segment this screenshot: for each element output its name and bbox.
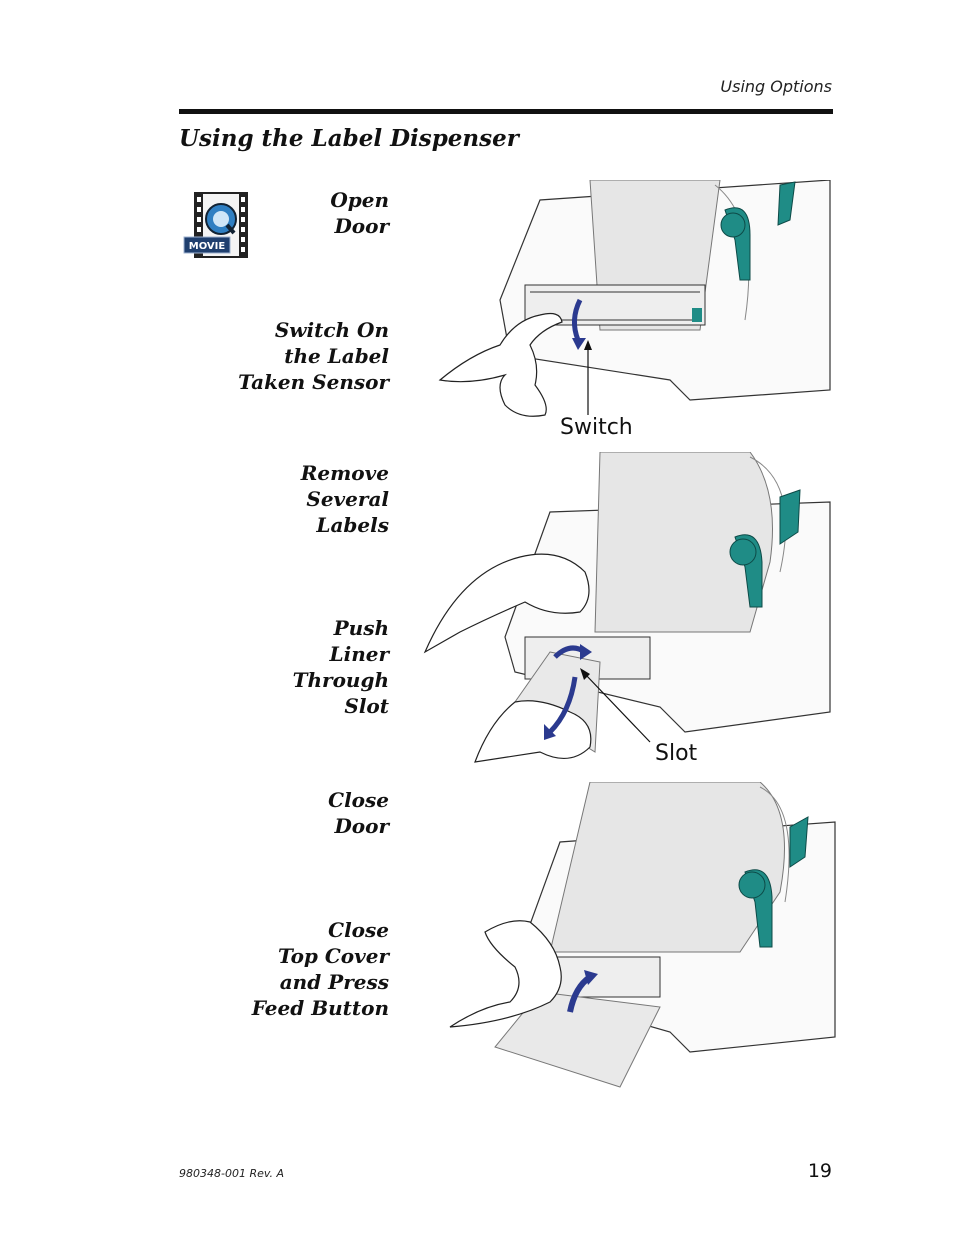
callout-switch: Switch: [560, 415, 633, 440]
running-head: Using Options: [720, 77, 832, 96]
step-open-door: Open Door: [330, 188, 389, 238]
movie-film-icon[interactable]: MOVIE: [183, 191, 251, 261]
printer-illustration-close-door: [440, 781, 840, 1096]
callout-slot: Slot: [655, 741, 698, 766]
header-rule: [179, 109, 833, 114]
printer-illustration-open-door: [430, 179, 840, 444]
step-close-cover: Close Top Cover and Press Feed Button: [251, 918, 389, 1020]
doc-number: 980348-001 Rev. A: [179, 1167, 284, 1180]
section-title: Using the Label Dispenser: [179, 125, 519, 152]
step-switch-sensor: Switch On the Label Taken Sensor: [238, 318, 389, 394]
step-remove-labels: Remove Several Labels: [300, 461, 389, 537]
movie-badge-text: MOVIE: [189, 241, 226, 252]
step-push-liner: Push Liner Through Slot: [292, 616, 389, 718]
step-close-door: Close Door: [328, 788, 389, 838]
page-number: 19: [807, 1160, 832, 1182]
printer-illustration-push-liner: [420, 451, 840, 771]
